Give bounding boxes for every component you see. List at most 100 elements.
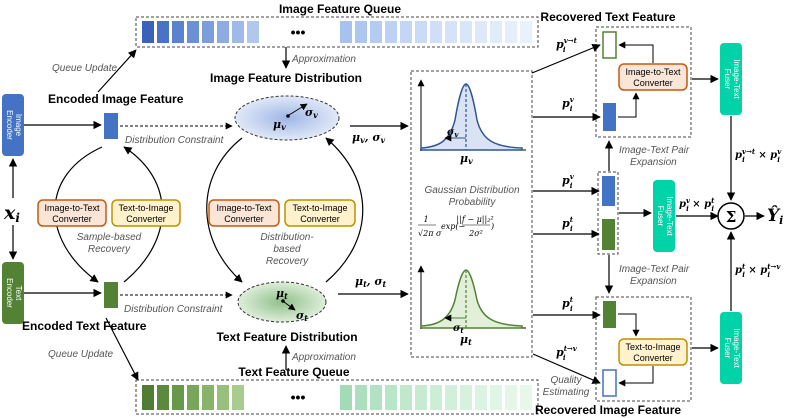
text-sigma-label: σt <box>296 309 308 323</box>
dist-recovery-arc-right <box>325 137 364 283</box>
image-mu-label: μv <box>273 118 286 132</box>
fuser-mid-label: Image-TextFuser <box>656 196 674 236</box>
i2t-out-arrow <box>618 41 654 63</box>
fuser-bottom <box>720 312 742 384</box>
middle-text-feature <box>602 219 615 250</box>
right-text-feature-bottom <box>603 301 616 328</box>
gaussian-formula: 1 √2π σ exp(− ||f − μ||₂² 2σ² ) <box>418 215 494 238</box>
mid-i2t-converter <box>208 199 280 227</box>
output-symbol: Ŷi <box>767 205 783 227</box>
queue-update-bottom-label: Queue Update <box>48 349 113 360</box>
svg-text:exp(−: exp(− <box>441 222 465 231</box>
text-mu-label: μt <box>276 287 288 301</box>
gaussian-bottom-sigma: σt <box>453 323 464 335</box>
left-t2i-converter <box>111 199 181 227</box>
fuser-mid <box>653 180 675 252</box>
middle-image-feature <box>602 176 615 206</box>
queue-update-top-arrow <box>97 49 137 93</box>
middle-pair-box <box>597 171 619 255</box>
right-t2i-converter <box>618 338 688 366</box>
mu-sigma-v-label: μv, σv <box>352 131 386 145</box>
svg-text:√2π σ: √2π σ <box>418 229 442 238</box>
fuser-top <box>720 43 742 115</box>
distribution-constraint-top-label: Distribution Constraint <box>125 135 225 146</box>
text-queue-box <box>135 379 539 415</box>
recovered-text-panel <box>595 26 692 138</box>
gaussian-top-mu: μv <box>460 152 473 166</box>
p-t-to-v-arrow <box>532 353 601 384</box>
gaussian-bottom-plot <box>417 265 526 329</box>
sum-symbol: Σ <box>726 208 737 226</box>
recovered-text-title: Recovered Text Feature <box>540 10 675 24</box>
gaussian-bottom-mu: μt <box>460 333 472 347</box>
svg-text:1: 1 <box>423 215 428 224</box>
image-queue-box <box>135 16 539 48</box>
image-queue-cells <box>142 21 532 43</box>
image-mu-dot <box>286 114 290 118</box>
t2i-in-arrow <box>618 313 640 337</box>
image-queue-title: Image Feature Queue <box>279 2 401 16</box>
queue-update-top-label: Queue Update <box>52 63 117 74</box>
fuser-bottom-label: Image-TextFuser <box>723 328 741 368</box>
left-i2t-converter <box>37 199 107 227</box>
fuser-top-label: Image-TextFuser <box>723 59 741 99</box>
encoded-image-label: Encoded Image Feature <box>48 92 184 106</box>
input-symbol: xi <box>3 202 20 225</box>
recovered-image-feature <box>602 369 617 397</box>
text-queue-title: Text Feature Queue <box>238 365 349 379</box>
p-v-to-t-arrow <box>531 43 601 74</box>
recovered-text-feature <box>602 31 617 59</box>
text-queue-ellipsis: ••• <box>291 389 306 405</box>
gaussian-panel <box>410 70 533 358</box>
image-distribution-ellipse <box>234 95 340 141</box>
queue-update-bottom-arrow <box>105 317 139 381</box>
svg-text:2σ²: 2σ² <box>468 229 483 238</box>
sum-node <box>717 202 745 230</box>
text-mu-dot <box>281 299 285 303</box>
encoded-text-feature <box>104 282 118 308</box>
approx-bottom-label: Approximation <box>291 352 356 363</box>
right-i2t-converter <box>618 63 688 91</box>
image-distribution-title: Image Feature Distribution <box>210 71 362 85</box>
image-queue-ellipsis: ••• <box>291 24 306 40</box>
image-encoder <box>2 94 24 156</box>
image-encoder-label: ImageEncoder <box>5 110 23 140</box>
svg-text:): ) <box>490 222 494 231</box>
distribution-constraint-bottom-label: Distribution Constraint <box>124 304 224 315</box>
mu-sigma-t-label: μt, σt <box>355 275 387 289</box>
encoded-image-feature <box>104 113 118 139</box>
gaussian-top-plot <box>417 79 526 151</box>
t2i-out-arrow <box>618 366 654 387</box>
text-queue-cells <box>142 385 532 410</box>
text-encoder <box>2 262 24 324</box>
recovered-image-title: Recovered Image Feature <box>535 403 681 417</box>
right-image-feature-top <box>603 103 616 131</box>
mid-t2i-converter <box>284 199 356 227</box>
approx-top-label: Approximation <box>291 54 356 65</box>
dist-recovery-arc-left <box>206 137 243 283</box>
gaussian-top-sigma: σv <box>447 127 459 139</box>
encoded-text-label: Encoded Text Feature <box>22 319 147 333</box>
